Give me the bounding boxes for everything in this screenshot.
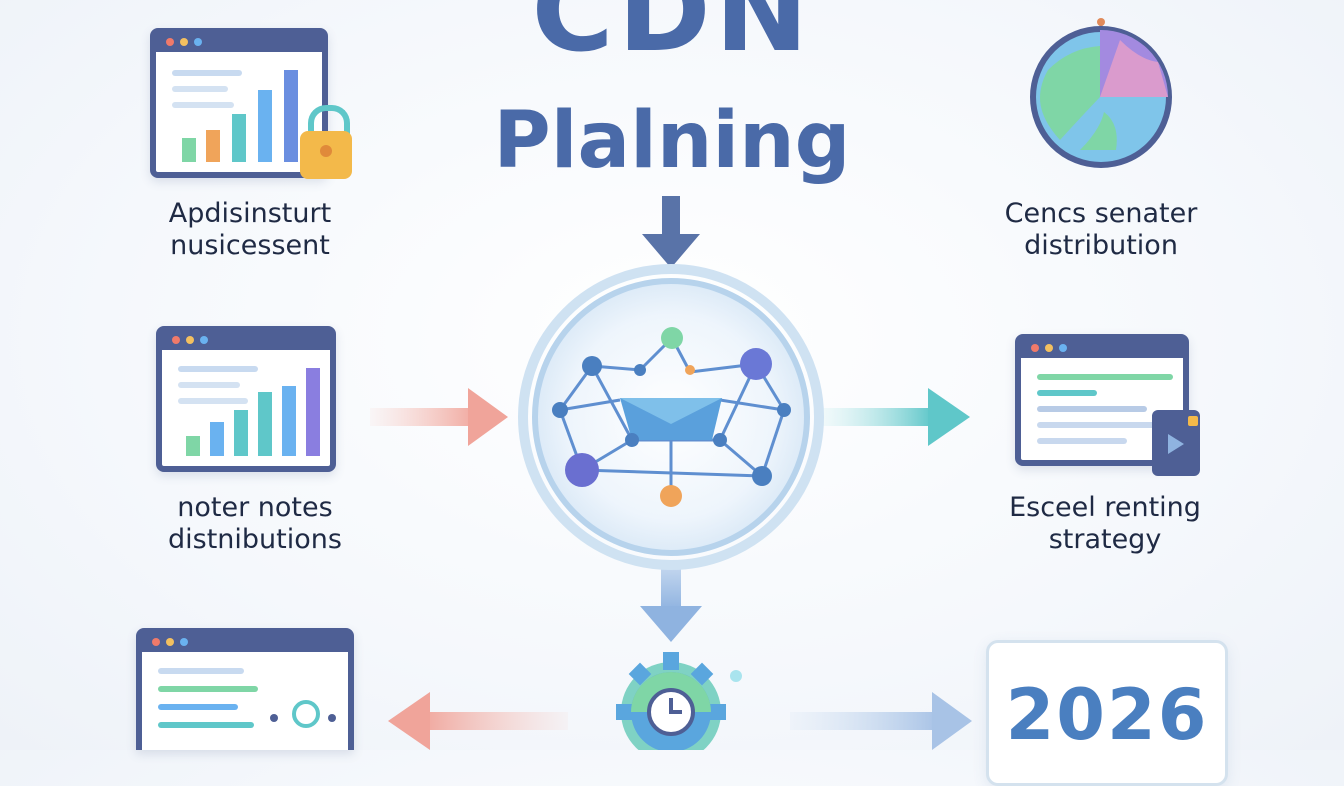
- flow-arrows: [370, 18, 1172, 750]
- node-graph-icon: [292, 700, 320, 728]
- globe-pie-chart-icon: [1030, 18, 1172, 168]
- caption-top-right: Cencs senater distribution: [970, 198, 1232, 262]
- arrow-right-out-of-hub: [820, 388, 970, 446]
- caption-top-right-line1: Cencs senater: [1004, 198, 1198, 229]
- lock-icon: [300, 105, 352, 179]
- analytics-dashboard-with-lock-icon: [150, 28, 328, 178]
- play-icon: [1152, 410, 1200, 476]
- arrow-right-into-hub: [370, 388, 508, 446]
- diagram-title: CDN: [531, 0, 813, 77]
- year-badge: 2026: [986, 640, 1228, 786]
- arrow-left-bottom: [388, 692, 568, 750]
- caption-mid-right-line2: strategy: [1048, 524, 1162, 555]
- caption-mid-left: noter notes distnibutions: [110, 492, 400, 556]
- network-hub-icon: [518, 264, 824, 570]
- caption-top-right-line2: distribution: [1024, 230, 1178, 261]
- gear-icon: [616, 652, 742, 750]
- settings-window-icon: [136, 628, 354, 750]
- year-text: 2026: [1005, 674, 1209, 756]
- caption-mid-right: Esceel renting strategy: [972, 492, 1238, 556]
- bar-chart-window-icon: [156, 326, 336, 472]
- caption-top-left: Apdisinsturt nusicessent: [120, 198, 380, 262]
- diagram-subtitle: Plalning: [493, 96, 851, 186]
- arrow-down-from-hub: [640, 566, 702, 642]
- caption-mid-left-line2: distnibutions: [168, 524, 342, 555]
- caption-top-left-line2: nusicessent: [170, 230, 330, 261]
- caption-top-left-line1: Apdisinsturt: [168, 198, 332, 229]
- caption-mid-right-line1: Esceel renting: [1009, 492, 1201, 523]
- arrow-right-bottom: [790, 692, 972, 750]
- caption-mid-left-line1: noter notes: [177, 492, 333, 523]
- arrow-down-title: [642, 196, 700, 268]
